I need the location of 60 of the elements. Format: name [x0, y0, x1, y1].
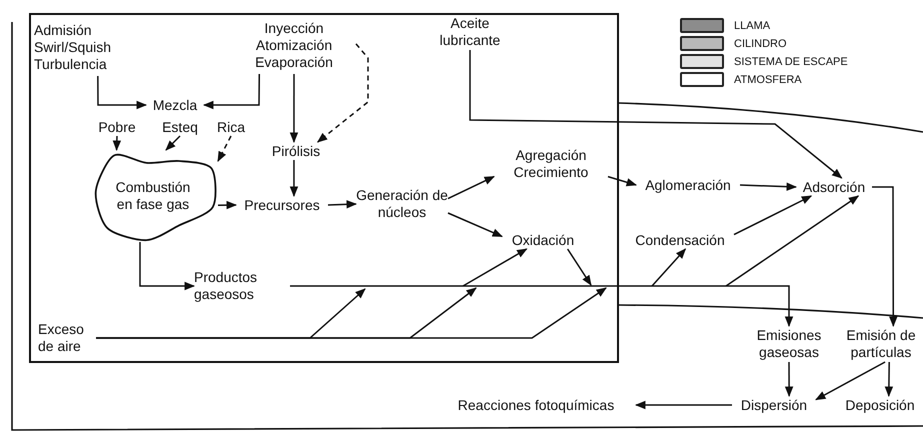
arrow	[218, 200, 238, 210]
process-label: Mezcla	[152, 96, 198, 114]
process-label: Dispersión	[740, 396, 808, 414]
arrow	[469, 50, 842, 179]
process-label: Exceso de aire	[38, 321, 85, 355]
arrow	[726, 195, 860, 287]
legend-label: ATMOSFERA	[734, 74, 802, 86]
arrow	[872, 186, 898, 328]
process-label: Turbulencia	[34, 56, 108, 72]
process-label: Inyección	[263, 20, 325, 36]
process-label: Reacciones fotoquímicas	[456, 396, 616, 414]
arrow	[290, 285, 794, 328]
arrow	[97, 76, 148, 110]
process-label: Agregación	[514, 147, 588, 164]
arrow	[316, 43, 369, 143]
process-label: Esteq	[161, 118, 199, 136]
arrow	[784, 362, 794, 398]
process-label: Adsorción	[802, 178, 866, 196]
arrow	[328, 200, 358, 209]
process-label: Precursores	[243, 196, 321, 214]
process-label: Pirólisis	[270, 142, 322, 160]
process-label: Atomización	[254, 36, 334, 54]
process-label: Condensación	[634, 232, 726, 248]
arrow	[634, 400, 732, 410]
arrow	[462, 248, 528, 287]
arrow	[566, 248, 592, 286]
arrow	[139, 242, 196, 290]
arrow	[448, 212, 503, 238]
arrow	[651, 248, 686, 286]
process-label: Oxidación	[510, 232, 576, 248]
process-label: Generación de núcleos	[356, 187, 448, 221]
process-label: Crecimiento	[512, 164, 590, 181]
arrow	[608, 176, 637, 186]
arrow	[217, 136, 232, 162]
process-label: Evaporación	[254, 54, 334, 70]
arrow	[884, 362, 894, 398]
process-label: Admisión	[34, 22, 93, 38]
arrow	[448, 176, 495, 200]
arrow	[290, 74, 298, 144]
process-label: Productos gaseosos	[194, 269, 258, 303]
process-label: Deposición	[844, 396, 916, 414]
process-label: Aglomeración	[644, 176, 732, 194]
arrow	[202, 74, 260, 110]
process-label: Aceite lubricante	[438, 15, 502, 49]
arrow	[734, 195, 812, 236]
legend-label: CILINDRO	[734, 38, 787, 50]
arrow	[165, 135, 181, 151]
legend-label: SISTEMA DE ESCAPE	[734, 56, 848, 68]
arrow	[290, 160, 298, 198]
arrow	[740, 182, 798, 191]
process-label: Emisión de partículas	[845, 327, 917, 361]
flame-label: Combustión en fase gas	[114, 179, 192, 213]
process-label: Emisiones gaseosas	[756, 327, 822, 361]
legend-label: LLAMA	[734, 20, 770, 32]
arrow	[815, 361, 886, 400]
arrow	[112, 136, 122, 152]
arrow	[96, 287, 607, 339]
process-label: Pobre	[97, 118, 137, 136]
process-label: Swirl/Squish	[34, 38, 112, 56]
process-label: Rica	[216, 118, 246, 136]
